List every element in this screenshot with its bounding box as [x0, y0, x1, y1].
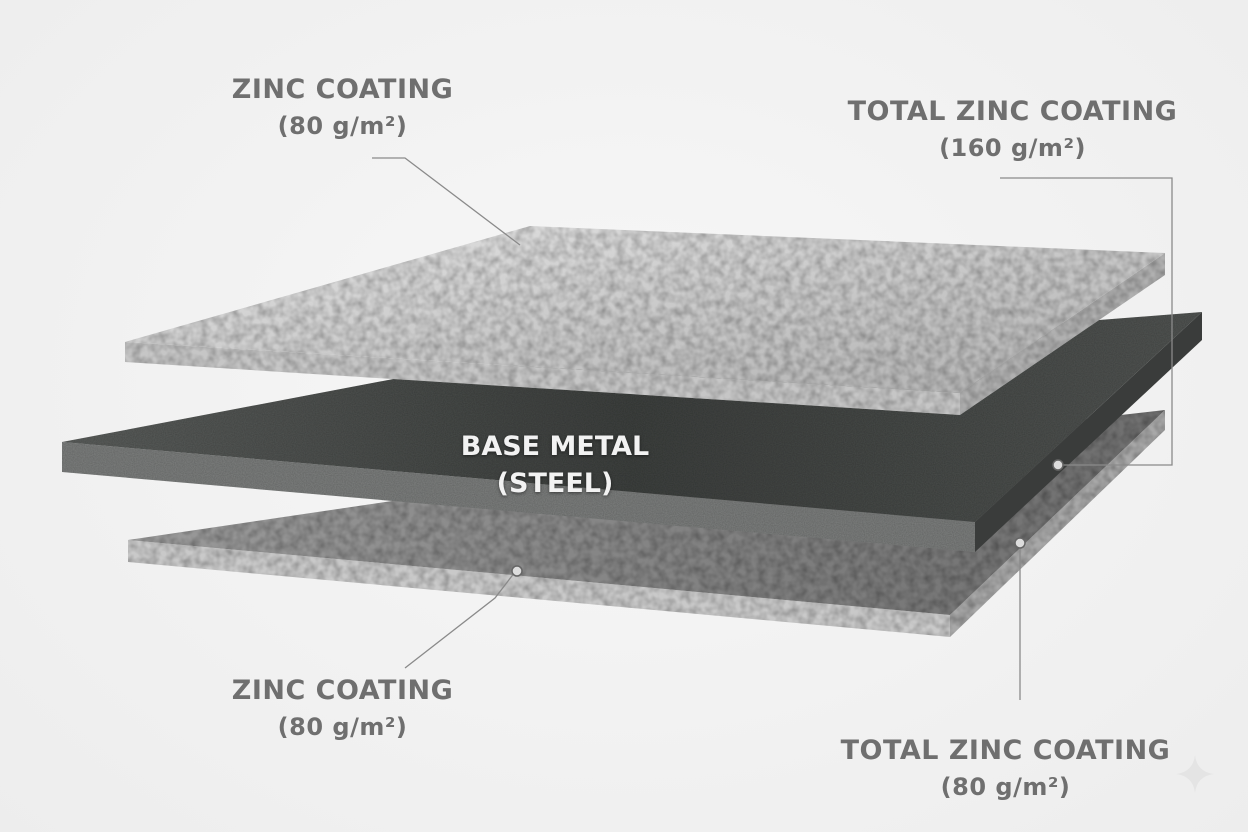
label-total-zinc-top: TOTAL ZINC COATING (160 g/m²): [845, 94, 1180, 166]
leader-lines: [372, 157, 1173, 700]
label-title: TOTAL ZINC COATING: [840, 735, 1171, 766]
label-bottom-zinc-coating: ZINC COATING (80 g/m²): [220, 673, 465, 745]
label-value: (80 g/m²): [277, 713, 408, 741]
label-total-zinc-bottom: TOTAL ZINC COATING (80 g/m²): [838, 733, 1173, 805]
leader-top-right: [1000, 177, 1173, 466]
label-value: (80 g/m²): [940, 773, 1071, 801]
label-value: (160 g/m²): [939, 134, 1086, 162]
label-title: TOTAL ZINC COATING: [847, 96, 1178, 127]
top-zinc-plate: [125, 226, 1165, 415]
label-base-metal: BASE METAL (STEEL): [440, 428, 670, 502]
label-title: ZINC COATING: [231, 675, 454, 706]
label-value: (STEEL): [496, 468, 614, 499]
label-title: BASE METAL: [460, 431, 650, 462]
leader-bottom-left: [404, 571, 516, 669]
label-top-zinc-coating: ZINC COATING (80 g/m²): [220, 72, 465, 144]
sparkle-icon: [1176, 755, 1214, 793]
label-value: (80 g/m²): [277, 112, 408, 140]
leader-dots: [511, 459, 1064, 577]
leader-top-left: [372, 157, 521, 246]
label-title: ZINC COATING: [231, 74, 454, 105]
